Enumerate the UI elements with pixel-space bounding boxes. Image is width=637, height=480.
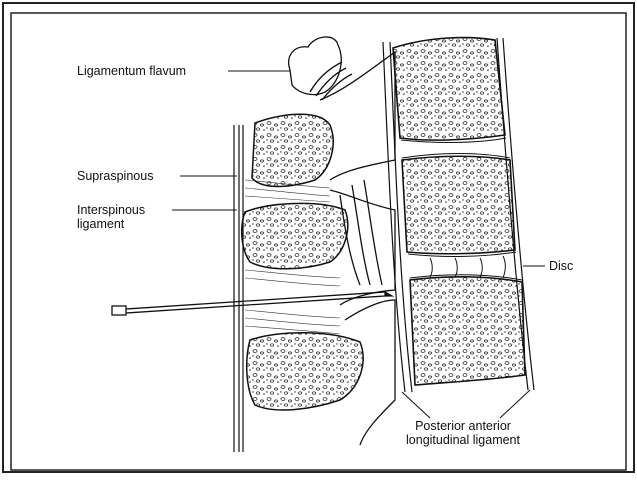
label-supraspinous: Supraspinous <box>77 169 153 183</box>
vertebral-body-2 <box>402 156 515 253</box>
vertebral-body-1 <box>393 38 505 141</box>
label-interspinous-line1: Interspinous <box>77 203 145 217</box>
vertebral-bodies <box>393 38 525 385</box>
ligamentum-flavum <box>289 37 352 100</box>
spinous-processes <box>242 114 363 410</box>
label-longitudinal-line2: longitudinal ligament <box>406 433 520 447</box>
spinous-process-middle <box>242 203 348 268</box>
spinous-process-upper <box>252 114 333 186</box>
supraspinous-ligament <box>234 125 243 452</box>
label-disc: Disc <box>549 259 573 273</box>
label-interspinous-line2: ligament <box>77 217 125 231</box>
spinal-needle <box>112 292 392 315</box>
label-longitudinal-line1: Posterior anterior <box>415 419 511 433</box>
vertebral-body-3 <box>410 277 525 385</box>
label-ligamentum-flavum: Ligamentum flavum <box>77 64 186 78</box>
spinous-process-lower <box>247 333 363 410</box>
